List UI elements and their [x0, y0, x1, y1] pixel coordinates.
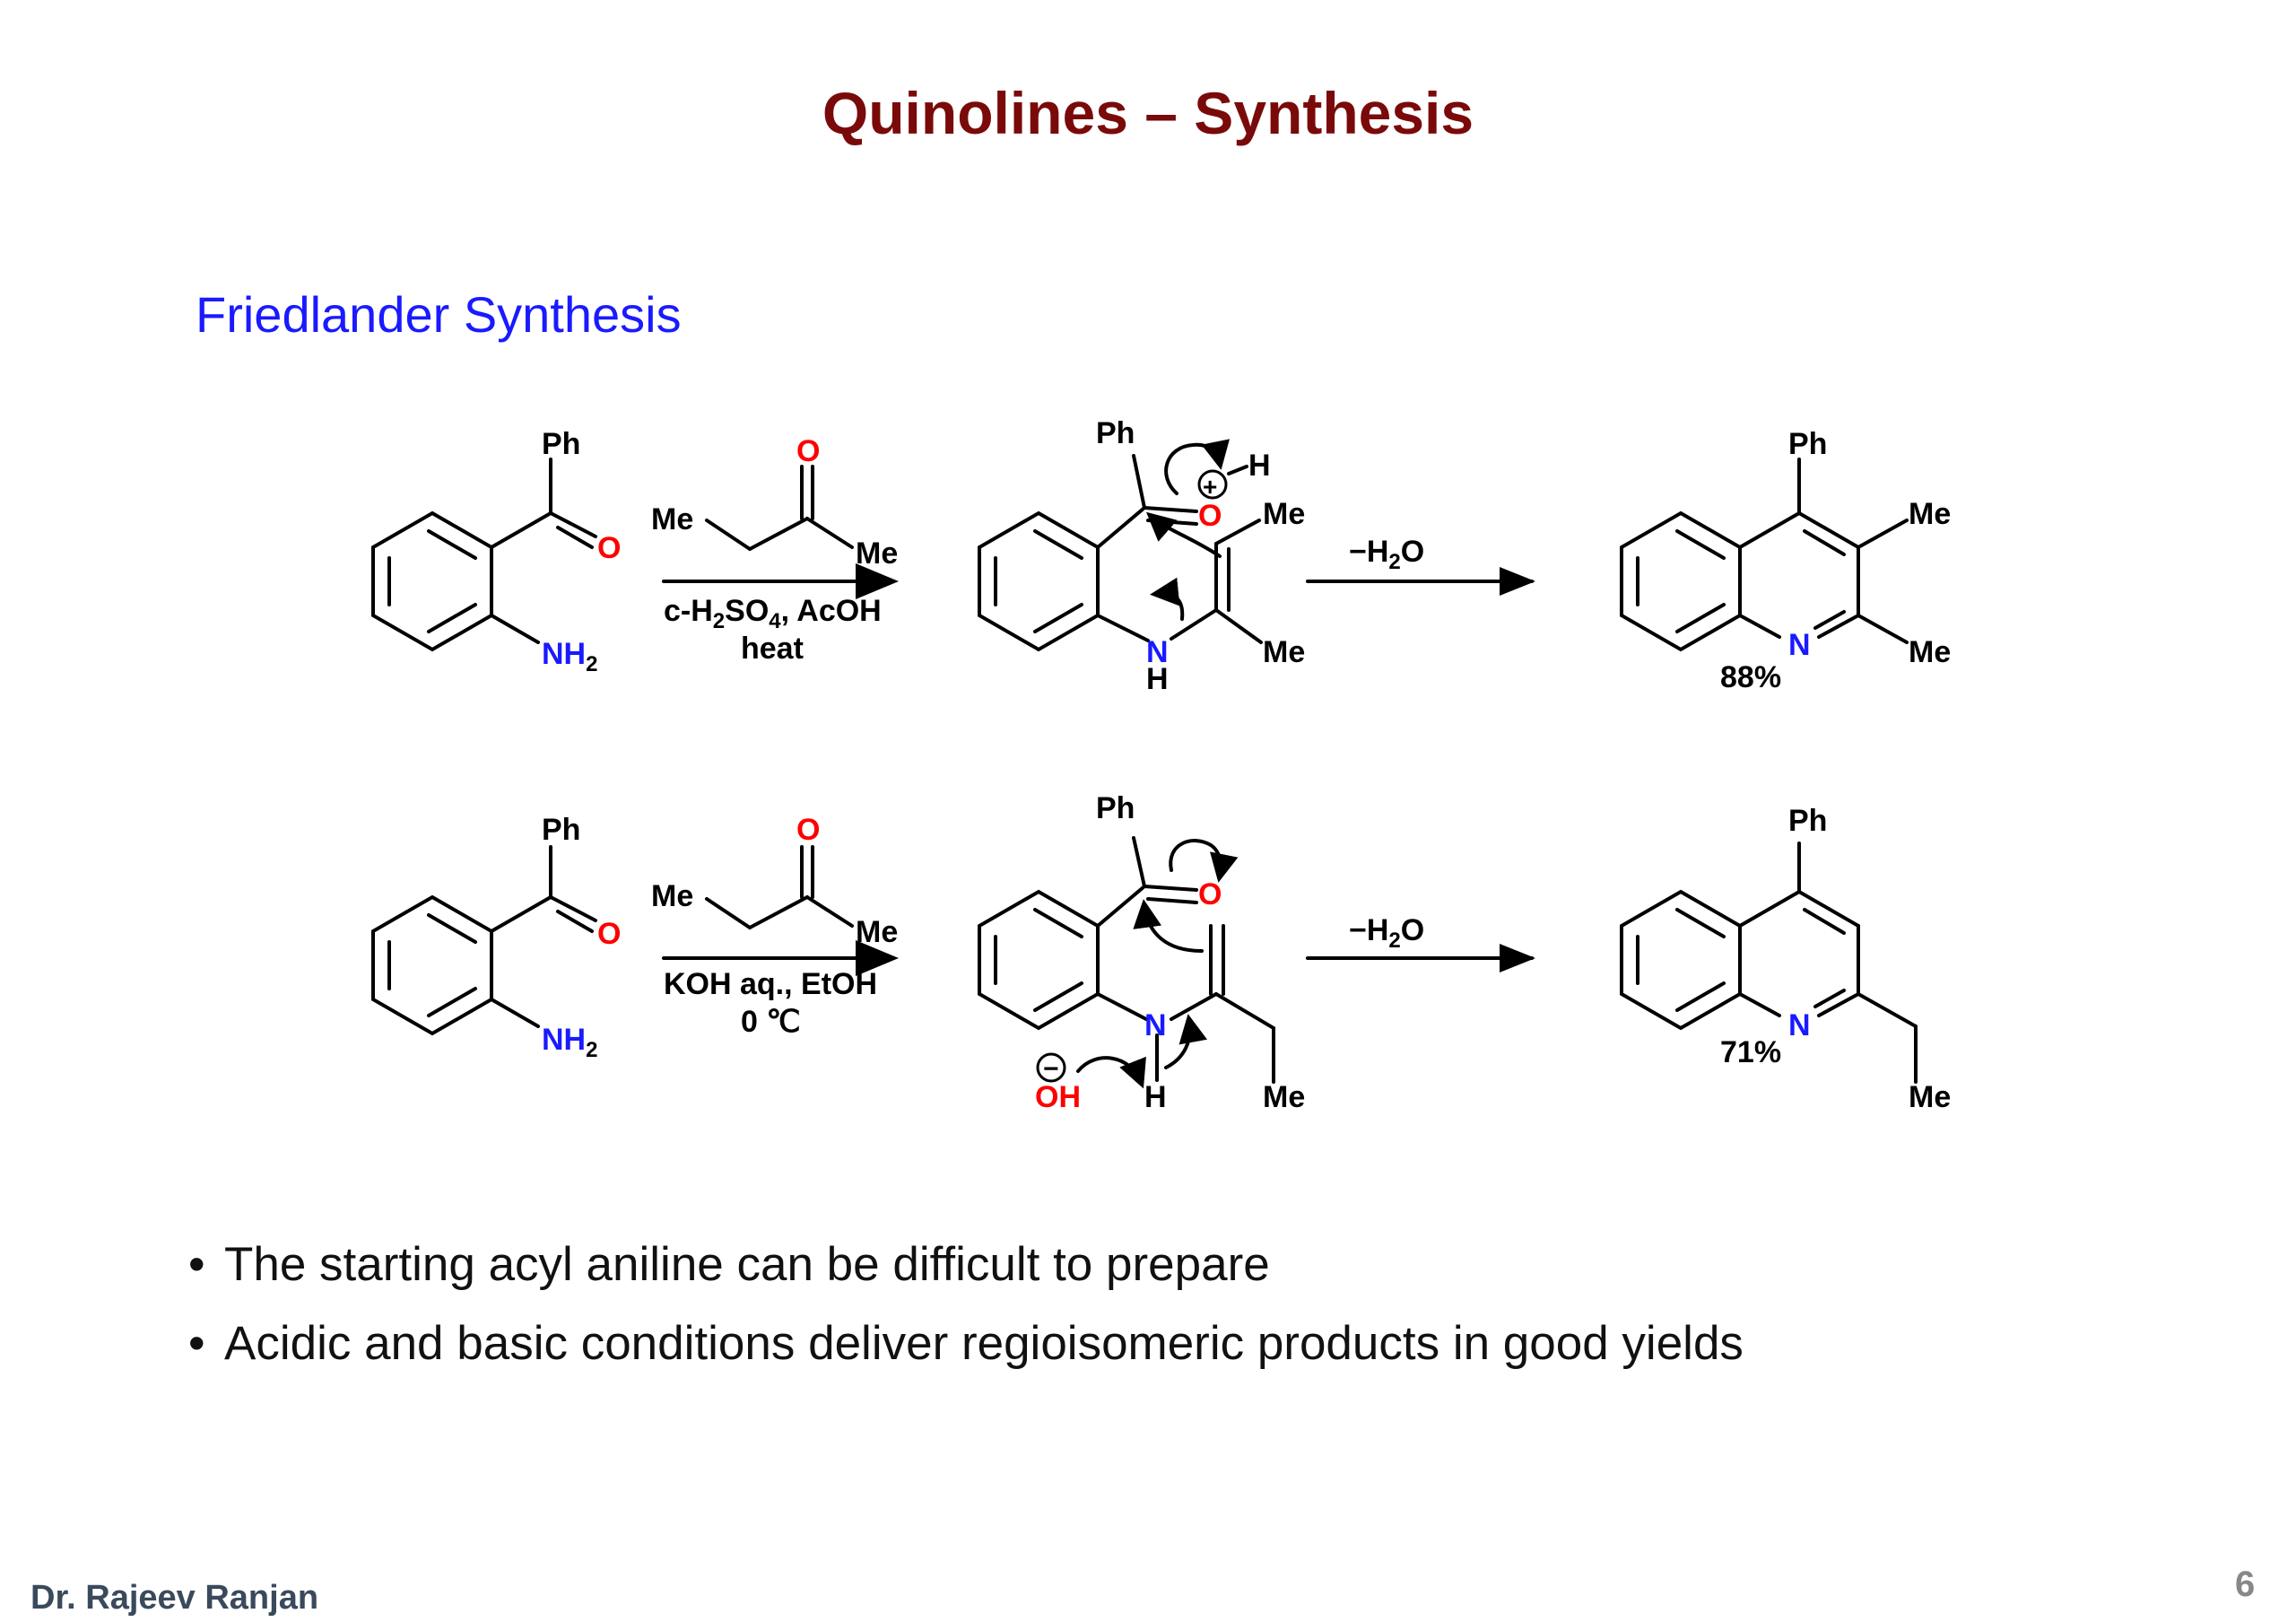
conditions-top-line2: heat: [741, 632, 804, 666]
oxygen-label-bottom-sm: O: [597, 917, 621, 951]
oxygen-label-butanone-top: O: [796, 434, 820, 468]
bullet-list: •The starting acyl aniline can be diffic…: [188, 1234, 1744, 1391]
h-label-amine-top: H: [1146, 662, 1169, 696]
me-label-butanone-top-right: Me: [856, 536, 898, 571]
ph-label-product-top: Ph: [1788, 427, 1827, 461]
aminobenzophenone-structure-top: [371, 458, 597, 652]
ph-label-intermediate-bottom: Ph: [1096, 791, 1135, 825]
aldol-intermediate-bottom: [978, 836, 1275, 1089]
elimination-label-bottom: −H2O: [1349, 913, 1424, 953]
me-label-product-bottom: Me: [1909, 1080, 1951, 1114]
ph-label-product-bottom: Ph: [1788, 804, 1827, 838]
h-label-oxonium-top: H: [1248, 449, 1271, 483]
me-label-intermediate-top-upper: Me: [1263, 497, 1305, 531]
ph-label-top-sm: Ph: [542, 427, 580, 461]
bullet-text: Acidic and basic conditions deliver regi…: [224, 1317, 1744, 1370]
elimination-label-top: −H2O: [1349, 535, 1424, 574]
me-label-butanone-top-left: Me: [651, 502, 693, 536]
ph-label-intermediate-top: Ph: [1096, 416, 1135, 450]
oxygen-label-butanone-bottom: O: [796, 813, 820, 847]
butanone-structure-bottom: [705, 845, 854, 929]
ph-label-bottom-sm: Ph: [542, 813, 580, 847]
me-label-product-top-lower: Me: [1909, 635, 1951, 669]
quinoline-product-top: [1620, 458, 1909, 652]
oxygen-label-intermediate-top: O: [1198, 499, 1222, 533]
nitrogen-label-product-top: N: [1788, 628, 1811, 662]
bullet-item: •The starting acyl aniline can be diffic…: [188, 1238, 1270, 1291]
page-number: 6: [2235, 1565, 2256, 1604]
nh2-label-top-sm: NH2: [542, 637, 597, 676]
footer-author: Dr. Rajeev Ranjan: [30, 1579, 319, 1617]
quinoline-product-bottom: [1620, 842, 1918, 1084]
conditions-bottom-line2: 0 ℃: [741, 1005, 801, 1039]
nh2-label-bottom-sm: NH2: [542, 1023, 597, 1062]
me-label-intermediate-top-lower: Me: [1263, 635, 1305, 669]
oxygen-label-top-sm: O: [597, 531, 621, 565]
plus-charge-top: +: [1203, 473, 1217, 501]
conditions-bottom-line1: KOH aq., EtOH: [664, 967, 877, 1001]
minus-charge-bottom: −: [1043, 1054, 1059, 1084]
aminobenzophenone-structure-bottom: [371, 845, 597, 1036]
bullet-item: •Acidic and basic conditions deliver reg…: [188, 1317, 1744, 1370]
nitrogen-label-intermediate-bottom: N: [1144, 1008, 1167, 1042]
slide-title: Quinolines – Synthesis: [822, 80, 1474, 146]
nitrogen-label-intermediate-top: N: [1146, 635, 1169, 669]
me-label-butanone-bottom-right: Me: [856, 915, 898, 949]
conditions-top-line1: c-H2SO4, AcOH: [664, 594, 882, 633]
me-label-butanone-bottom-left: Me: [651, 879, 693, 913]
oxygen-label-intermediate-bottom: O: [1198, 877, 1222, 911]
bullet-text: The starting acyl aniline can be difficu…: [224, 1238, 1270, 1291]
h-label-amide-bottom: H: [1144, 1080, 1167, 1114]
butanone-structure-top: [705, 465, 854, 551]
yield-label-top: 88%: [1720, 660, 1781, 694]
section-heading: Friedlander Synthesis: [196, 286, 682, 343]
hydroxide-label-bottom: OH: [1035, 1080, 1081, 1114]
enamine-intermediate-top: [978, 439, 1263, 652]
nitrogen-label-product-bottom: N: [1788, 1008, 1811, 1042]
me-label-product-top-upper: Me: [1909, 497, 1951, 531]
me-label-intermediate-bottom: Me: [1263, 1080, 1305, 1114]
yield-label-bottom: 71%: [1720, 1035, 1781, 1069]
